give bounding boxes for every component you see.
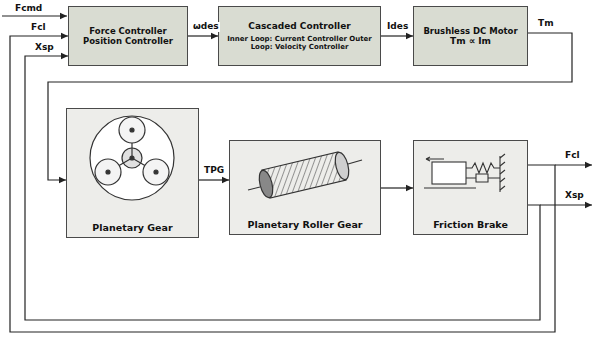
planetary-gear-figure [90,116,174,200]
signal-name: Fcl [564,151,581,161]
signal-name: Fcmd [14,4,43,14]
controller-box: Force Controller Position Controller [68,6,188,66]
box-title: Brushless DC Motor [423,26,517,36]
box-body: Inner Loop: Current Controller Outer Loo… [225,35,374,52]
signal-name: Fcl [30,23,47,33]
output-wire [540,204,592,205]
signal-connector [381,35,413,36]
box-body: Tm ∝ Im [450,36,491,47]
box-title: Planetary Roller Gear [247,219,362,230]
signal-connector [188,35,218,36]
signal-name: Ides [386,22,409,32]
signal-name: Xsp [564,191,585,201]
signal-connector [381,187,413,188]
box-title: Force Controller Position Controller [75,26,181,46]
output-wire [555,164,592,165]
motor-box: Brushless DC MotorTm ∝ Im [413,6,528,66]
signal-name: Xsp [34,43,55,53]
signal-connector [199,179,229,180]
box-title: Cascaded Controller [248,21,350,32]
signal-name: Tm [537,19,555,29]
cascaded-controller-box: Cascaded ControllerInner Loop: Current C… [218,6,381,66]
input-wire [2,15,67,16]
signal-name: ωdes [192,22,220,32]
signal-connector [25,56,540,320]
signal-name: TPG [203,166,225,176]
box-title: Planetary Gear [92,222,172,233]
box-title: Friction Brake [433,219,508,230]
signal-connector [10,36,555,332]
